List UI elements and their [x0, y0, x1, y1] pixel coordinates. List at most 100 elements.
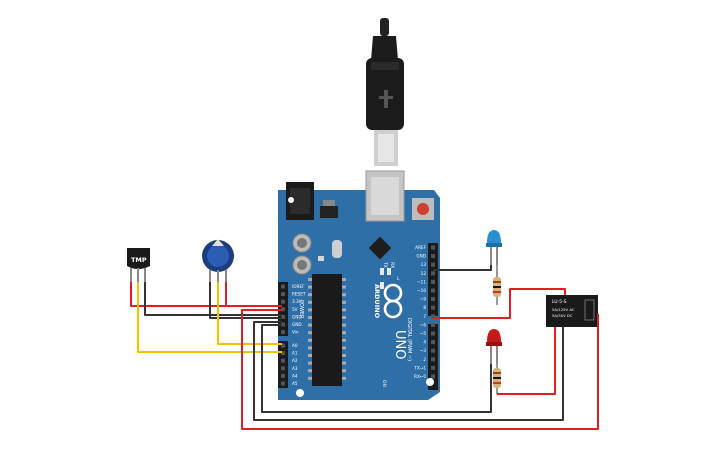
chip-leg — [342, 293, 346, 297]
pin-label: ~3 — [420, 348, 427, 353]
tx-label: TX — [382, 261, 388, 268]
pin-label: A2 — [292, 358, 298, 363]
chip-leg — [308, 308, 312, 312]
header-pin[interactable] — [431, 348, 435, 353]
header-pin[interactable] — [431, 331, 435, 336]
pin-label: A3 — [292, 366, 298, 371]
led-blue-icon[interactable] — [486, 230, 502, 269]
pin-label: ~10 — [417, 288, 426, 293]
chip-leg — [342, 361, 346, 365]
header-pin[interactable] — [431, 254, 435, 259]
pin-label: GND — [416, 254, 426, 259]
chip-leg — [342, 369, 346, 373]
header-pin[interactable] — [431, 314, 435, 319]
wire-pin8-red-led — [433, 288, 566, 319]
chip-leg — [342, 285, 346, 289]
chip-leg — [308, 278, 312, 281]
wire-tmp-gnd — [144, 282, 282, 316]
pin-label: 2 — [423, 357, 426, 362]
led-red-icon[interactable] — [486, 329, 502, 368]
pin-label: ~9 — [420, 297, 427, 302]
wire-red-resistor-relay — [497, 327, 556, 395]
header-pin[interactable] — [281, 314, 285, 319]
chip-leg — [342, 331, 346, 335]
header-pin[interactable] — [431, 305, 435, 310]
chip-leg — [342, 338, 346, 342]
header-pin[interactable] — [281, 381, 285, 386]
pin-label: 7 — [423, 314, 426, 319]
header-pin[interactable] — [281, 373, 285, 378]
arduino-board: TX RX L ARDUINO UNO ON POWER DIGITAL (PW… — [278, 170, 440, 400]
logo-text: ARDUINO — [373, 284, 381, 319]
on-label: ON — [381, 380, 387, 387]
header-pin[interactable] — [281, 322, 285, 327]
header-pin[interactable] — [431, 262, 435, 267]
resistor-icon[interactable] — [493, 265, 501, 305]
pin-label: A4 — [292, 373, 298, 378]
pin-label: ~5 — [420, 331, 427, 336]
pin-label: ~11 — [417, 279, 426, 284]
digital-label: DIGITAL (PWM ~) — [406, 318, 412, 361]
relay-icon[interactable]: LU-5-S 5A/125V AC 5A/30V DC — [546, 295, 598, 327]
reset-button[interactable] — [412, 198, 434, 220]
power-label: POWER — [298, 300, 304, 319]
header-pin[interactable] — [431, 288, 435, 293]
wire-relay-gnd — [253, 321, 564, 421]
chip-leg — [342, 300, 346, 304]
wire-pot-vcc — [225, 282, 282, 307]
header-pin[interactable] — [431, 340, 435, 345]
header-pin[interactable] — [281, 284, 285, 289]
chip-leg — [308, 346, 312, 350]
header-pin[interactable] — [281, 292, 285, 297]
header-pin[interactable] — [281, 366, 285, 371]
header-pin[interactable] — [431, 365, 435, 370]
chip-leg — [308, 285, 312, 289]
wire-tmp-out — [137, 282, 282, 353]
chip-leg — [342, 323, 346, 327]
pin-label: IOREF — [292, 284, 305, 289]
pin-label: GND — [292, 314, 302, 319]
pin-label: RESET — [292, 292, 306, 297]
wire-relay-5v — [241, 309, 599, 430]
pin-label: A0 — [292, 343, 298, 348]
chip-leg — [308, 361, 312, 365]
resistor-icon[interactable] — [493, 364, 501, 394]
chip-leg — [342, 316, 346, 319]
header-pin[interactable] — [431, 322, 435, 327]
header-pin[interactable] — [281, 351, 285, 356]
chip-leg — [308, 293, 312, 297]
wire-red-led-gnd — [261, 324, 492, 413]
header-pin[interactable] — [431, 245, 435, 250]
potentiometer-icon[interactable] — [202, 239, 234, 282]
pin-label: GND — [292, 322, 302, 327]
wire-blue-led-gnd — [433, 265, 492, 271]
header-pin[interactable] — [431, 271, 435, 276]
wires — [130, 265, 599, 430]
pin-label: ~6 — [420, 322, 427, 327]
header-pin[interactable] — [281, 343, 285, 348]
temperature-sensor[interactable]: TMP — [127, 248, 150, 282]
chip-leg — [342, 308, 346, 312]
pin-label: 13 — [421, 262, 427, 267]
header-pin[interactable] — [431, 357, 435, 362]
relay-label: LU-5-S — [552, 299, 567, 305]
header-pin[interactable] — [281, 299, 285, 304]
pin-label: 8 — [423, 305, 426, 310]
header-pin[interactable] — [431, 279, 435, 284]
header-pin[interactable] — [431, 297, 435, 302]
usb-cable-icon — [366, 18, 404, 166]
header-pin[interactable] — [281, 358, 285, 363]
header-pin[interactable] — [431, 374, 435, 379]
chip-leg — [308, 369, 312, 373]
header-pin[interactable] — [281, 307, 285, 312]
chip-leg — [308, 354, 312, 357]
wire-pot-gnd — [209, 282, 282, 319]
rx-label: RX — [389, 262, 395, 268]
chip-leg — [308, 316, 312, 319]
relay-rating-2: 5A/30V DC — [552, 313, 573, 318]
pin-label: 4 — [423, 340, 426, 345]
header-pin[interactable] — [281, 330, 285, 335]
